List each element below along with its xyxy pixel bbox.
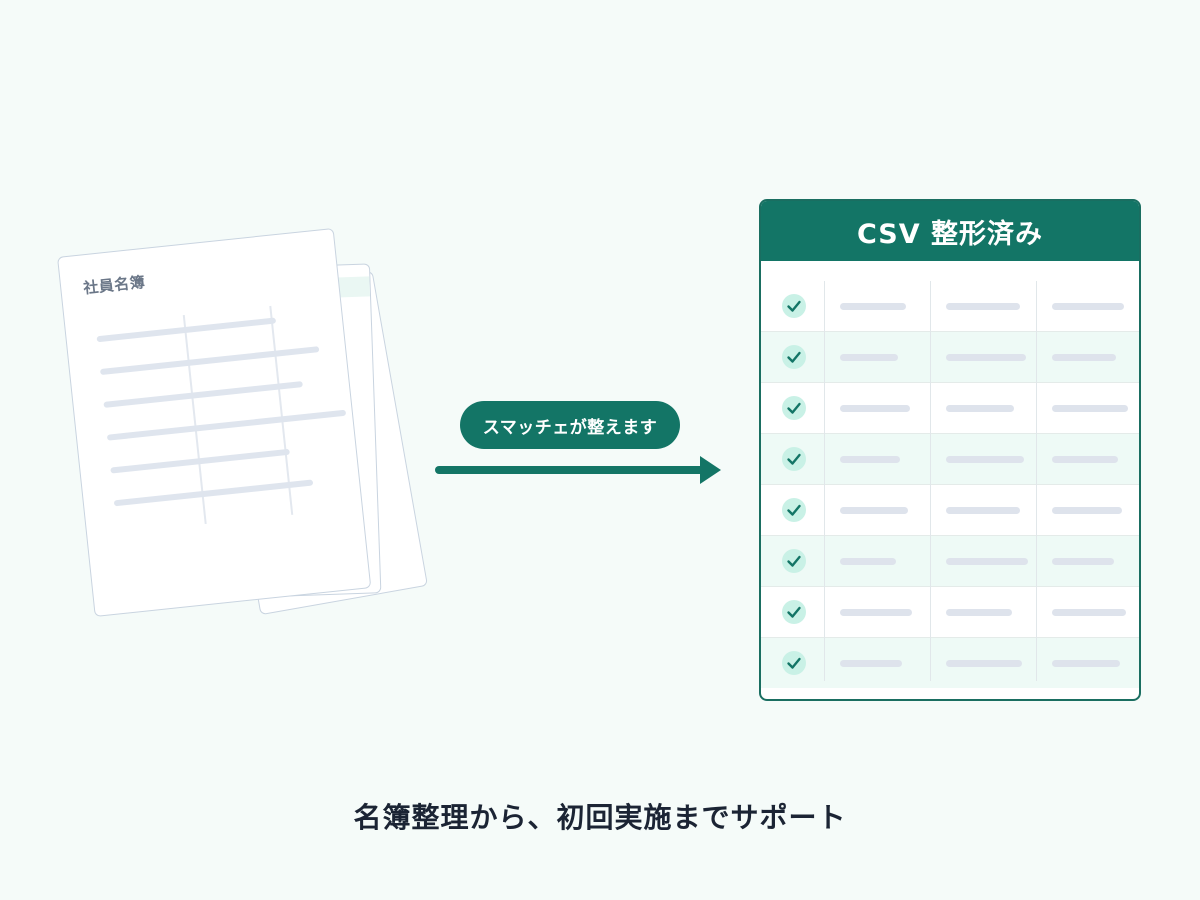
column-divider bbox=[930, 281, 931, 681]
cell-placeholder bbox=[840, 354, 898, 361]
process-label: スマッチェが整えます bbox=[460, 401, 680, 449]
cell-placeholder bbox=[1052, 660, 1120, 667]
check-icon bbox=[782, 447, 806, 471]
cell-placeholder bbox=[1052, 558, 1114, 565]
cell-placeholder bbox=[946, 456, 1024, 463]
check-icon bbox=[782, 549, 806, 573]
document-title: 社員名簿 bbox=[82, 272, 147, 298]
cell-placeholder bbox=[840, 609, 912, 616]
cell-placeholder bbox=[946, 609, 1012, 616]
cell-placeholder bbox=[840, 456, 900, 463]
table-row bbox=[761, 332, 1139, 383]
cell-placeholder bbox=[946, 558, 1028, 565]
cell-placeholder bbox=[840, 303, 906, 310]
cell-placeholder bbox=[1052, 354, 1116, 361]
cell-placeholder bbox=[840, 405, 910, 412]
document-text-line bbox=[103, 381, 303, 408]
column-divider bbox=[1036, 281, 1037, 681]
table-row bbox=[761, 638, 1139, 688]
table-row bbox=[761, 383, 1139, 434]
table-row bbox=[761, 536, 1139, 587]
table-row bbox=[761, 434, 1139, 485]
cell-placeholder bbox=[946, 354, 1026, 361]
cell-placeholder bbox=[840, 660, 902, 667]
document-text-line bbox=[113, 479, 314, 507]
check-icon bbox=[782, 294, 806, 318]
cell-placeholder bbox=[840, 507, 908, 514]
document-text-line bbox=[106, 409, 347, 441]
cell-placeholder bbox=[1052, 456, 1118, 463]
check-icon bbox=[782, 345, 806, 369]
table-row bbox=[761, 485, 1139, 536]
check-icon bbox=[782, 600, 806, 624]
cell-placeholder bbox=[946, 405, 1014, 412]
arrow-right-icon bbox=[435, 466, 705, 474]
csv-result-card: CSV 整形済み bbox=[759, 199, 1141, 701]
cell-placeholder bbox=[1052, 609, 1126, 616]
cell-placeholder bbox=[840, 558, 896, 565]
employee-roster-document: 社員名簿 bbox=[57, 227, 372, 618]
cell-placeholder bbox=[1052, 507, 1122, 514]
csv-card-title: CSV 整形済み bbox=[761, 201, 1139, 261]
cell-placeholder bbox=[946, 303, 1020, 310]
document-text-line bbox=[99, 346, 320, 376]
cell-placeholder bbox=[1052, 303, 1124, 310]
cell-placeholder bbox=[946, 507, 1020, 514]
cell-placeholder bbox=[1052, 405, 1128, 412]
check-icon bbox=[782, 651, 806, 675]
arrow-head-icon bbox=[700, 456, 721, 484]
cell-placeholder bbox=[946, 660, 1022, 667]
caption: 名簿整理から、初回実施までサポート bbox=[353, 801, 847, 834]
check-icon bbox=[782, 498, 806, 522]
column-divider bbox=[824, 281, 825, 681]
csv-table bbox=[761, 281, 1139, 688]
check-icon bbox=[782, 396, 806, 420]
table-row bbox=[761, 587, 1139, 638]
table-row bbox=[761, 281, 1139, 332]
